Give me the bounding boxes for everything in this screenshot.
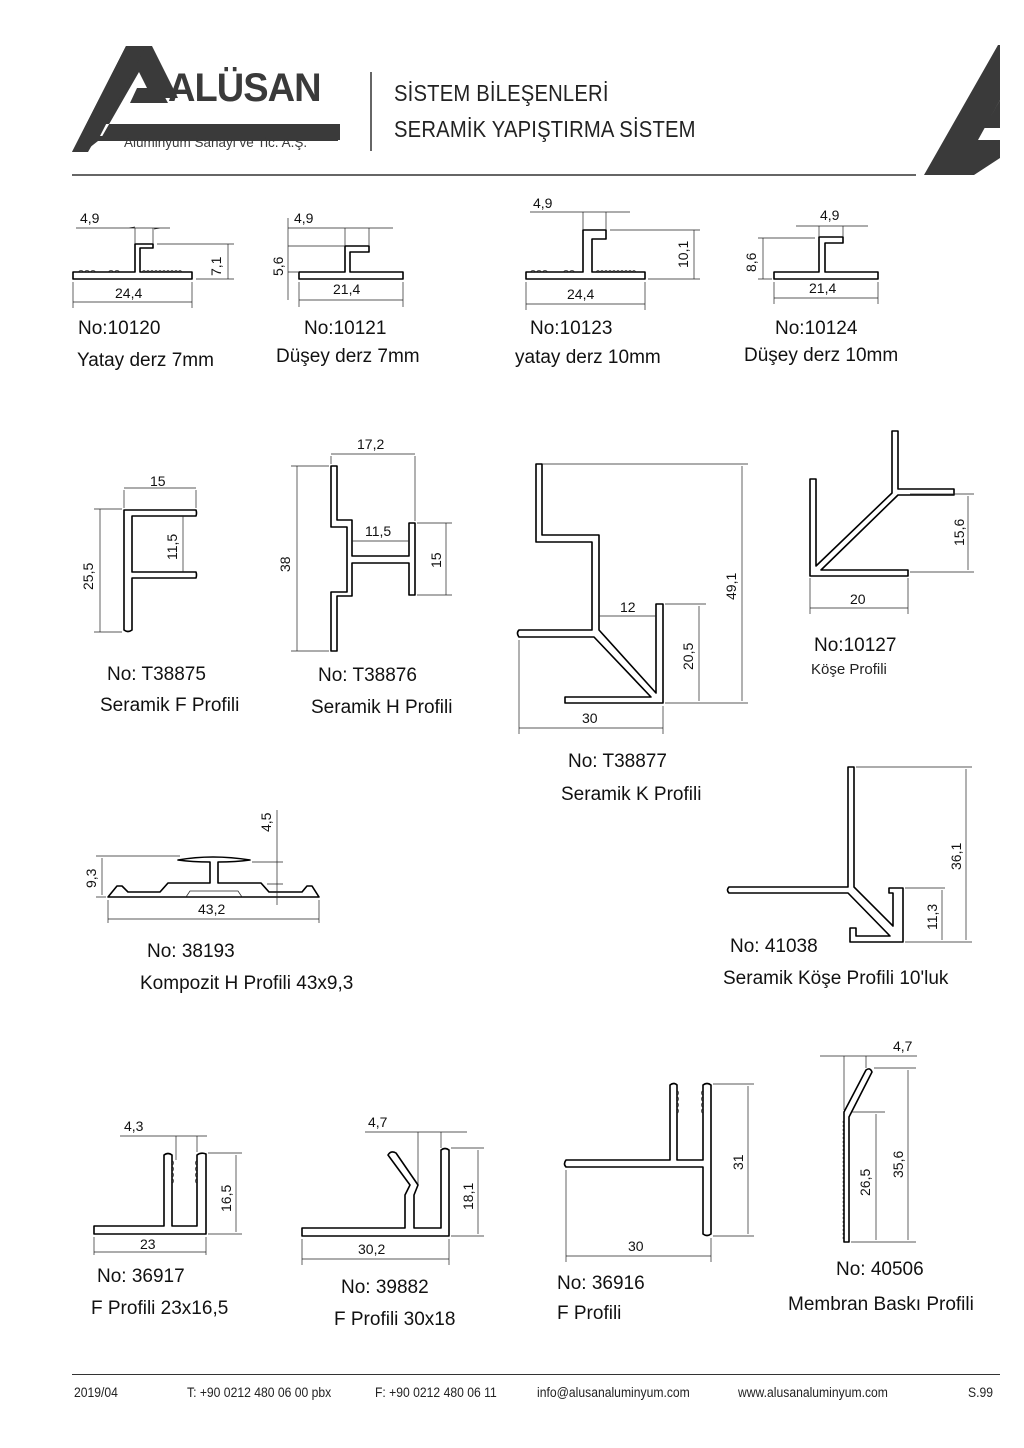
profile-name: Yatay derz 7mm xyxy=(77,350,214,371)
dim-width: 30 xyxy=(628,1238,644,1254)
dim-height: 36,1 xyxy=(948,843,964,870)
profile-name: F Profili 23x16,5 xyxy=(91,1298,229,1319)
dim-height: 31 xyxy=(730,1154,746,1170)
profile-name: yatay derz 10mm xyxy=(515,347,661,368)
dim-right: 15 xyxy=(428,552,444,568)
dim-width: 30 xyxy=(582,710,598,726)
profile-number: No: 39882 xyxy=(341,1277,429,1298)
profile-name: Köşe Profili xyxy=(811,661,887,678)
alusan-logo-icon xyxy=(72,45,1000,176)
profile-name: F Profili xyxy=(557,1303,622,1324)
footer-email[interactable]: info@alusanaluminyum.com xyxy=(537,1385,690,1400)
footer-page-number: S.99 xyxy=(968,1385,994,1400)
profile-drawing-36916: 31 30 xyxy=(563,1082,754,1262)
brand-subtitle: Alüminyum Sanayi ve Tic. A.Ş. xyxy=(124,135,308,150)
profile-name: Düşey derz 10mm xyxy=(744,345,899,366)
profile-drawing-10123: 4,9 24,4 10,1 xyxy=(525,195,700,310)
dim-width: 21,4 xyxy=(333,281,360,297)
profile-drawing-10127: 15,6 20 xyxy=(809,430,974,614)
footer-date: 2019/04 xyxy=(74,1385,118,1400)
dim-inner: 11,5 xyxy=(365,523,391,539)
profile-number: No: T38876 xyxy=(318,665,417,686)
footer-fax: F: +90 0212 480 06 11 xyxy=(375,1385,497,1400)
profile-name: Seramik H Profili xyxy=(311,697,453,718)
profile-number: No: 36917 xyxy=(97,1266,185,1287)
profile-number: No: T38877 xyxy=(568,751,667,772)
dim-width: 43,2 xyxy=(198,901,225,917)
profile-number: No: T38875 xyxy=(107,664,206,685)
profile-number: No:10124 xyxy=(775,318,858,339)
profile-drawing-10124: 4,9 21,4 8,6 xyxy=(743,207,879,304)
dim-height: 7,1 xyxy=(208,256,224,276)
dim-height: 18,1 xyxy=(460,1183,476,1210)
dim-top: 4,9 xyxy=(80,210,100,226)
footer-rule xyxy=(72,1374,1000,1375)
dim-top: 4,3 xyxy=(124,1118,144,1134)
brand-name: ALÜSAN xyxy=(168,66,322,110)
dim-height: 35,6 xyxy=(890,1151,906,1178)
profile-name: Seramik Köşe Profili 10'luk xyxy=(723,968,949,989)
profile-drawing-t38877: 12 20,5 49,1 30 xyxy=(516,463,748,734)
dim-width: 24,4 xyxy=(115,285,142,301)
dim-top: 4,9 xyxy=(820,207,840,223)
dim-top: 4,7 xyxy=(893,1038,913,1054)
dim-inner: 11,5 xyxy=(164,534,180,560)
dim-height: 15,6 xyxy=(951,519,967,546)
profile-drawing-10120: 4,9 24,4 7,1 xyxy=(72,210,234,308)
profile-number: No:10121 xyxy=(304,318,387,339)
footer-website[interactable]: www.alusanaluminyum.com xyxy=(738,1385,888,1400)
profile-name: Membran Baskı Profili xyxy=(788,1294,974,1315)
dim-top: 15 xyxy=(150,473,166,489)
profile-drawing-40506: 4,7 26,5 35,6 xyxy=(820,1038,917,1243)
dim-width: 23 xyxy=(140,1236,156,1252)
dim-height: 38 xyxy=(277,556,293,572)
profile-number: No:10127 xyxy=(814,635,897,656)
profile-drawing-36917: 4,3 16,5 23 xyxy=(93,1118,242,1255)
profile-name: Kompozit H Profili 43x9,3 xyxy=(140,973,354,994)
dim-top: 4,7 xyxy=(368,1114,388,1130)
profile-name: Düşey derz 7mm xyxy=(276,346,420,367)
profile-drawing-t38875: 15 11,5 25,5 xyxy=(80,473,198,633)
profile-number: No: 38193 xyxy=(147,941,235,962)
page-title-line1: SİSTEM BİLEŞENLERİ xyxy=(394,80,609,106)
dim-width: 21,4 xyxy=(809,280,836,296)
profile-drawing-39882: 4,7 18,1 30,2 xyxy=(301,1114,484,1265)
dim-inner: 11,3 xyxy=(924,904,940,930)
profile-drawing-41038: 36,1 11,3 xyxy=(726,766,972,943)
profile-number: No: 40506 xyxy=(836,1259,924,1280)
dim-height: 25,5 xyxy=(80,563,96,590)
profile-drawing-38193: 4,5 9,3 43,2 xyxy=(83,810,320,923)
dim-height: 10,1 xyxy=(675,241,691,268)
profile-name: Seramik K Profili xyxy=(561,784,702,805)
dim-inner: 12 xyxy=(620,599,636,615)
dim-top: 4,9 xyxy=(533,195,553,211)
profile-number: No:10120 xyxy=(78,318,161,339)
page-title-line2: SERAMİK YAPIŞTIRMA SİSTEM xyxy=(394,116,696,142)
dim-height: 5,6 xyxy=(270,256,286,276)
dim-right: 20,5 xyxy=(680,643,696,670)
dim-width: 24,4 xyxy=(567,286,594,302)
profile-name: F Profili 30x18 xyxy=(334,1309,456,1330)
footer-phone: T: +90 0212 480 06 00 pbx xyxy=(187,1385,332,1400)
dim-height: 16,5 xyxy=(218,1185,234,1212)
dim-top: 4,5 xyxy=(258,812,274,832)
dim-height: 49,1 xyxy=(723,573,739,600)
profile-number: No: 36916 xyxy=(557,1273,645,1294)
header: ALÜSAN Alüminyum Sanayi ve Tic. A.Ş. SİS… xyxy=(0,0,1024,180)
dim-width: 30,2 xyxy=(358,1241,385,1257)
dim-top: 17,2 xyxy=(357,436,384,452)
dim-height: 8,6 xyxy=(743,252,759,272)
dim-inner: 26,5 xyxy=(857,1169,873,1196)
dim-top: 4,9 xyxy=(294,210,314,226)
profile-name: Seramik F Profili xyxy=(100,695,240,716)
dim-height: 9,3 xyxy=(83,868,99,888)
profile-drawing-10121: 4,9 21,4 5,6 xyxy=(270,210,404,307)
dim-width: 20 xyxy=(850,591,866,607)
profile-number: No:10123 xyxy=(530,318,613,339)
profile-drawing-t38876: 17,2 11,5 15 38 xyxy=(277,436,452,652)
profile-number: No: 41038 xyxy=(730,936,818,957)
